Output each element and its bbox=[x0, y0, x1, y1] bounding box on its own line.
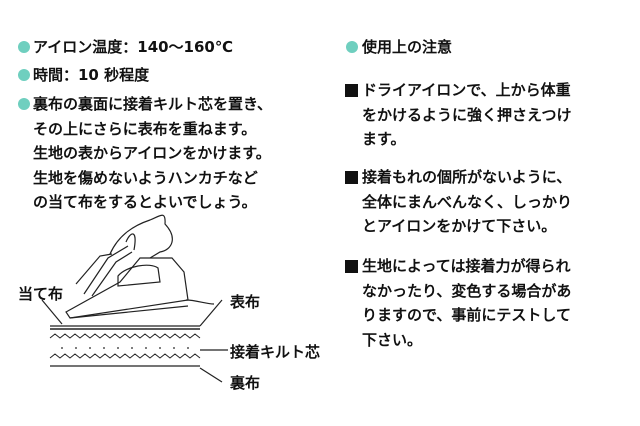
instruction-line: の当て布をするとよいでしょう。 bbox=[33, 193, 257, 211]
press-time: 時間：10 秒程度 bbox=[33, 66, 150, 84]
bullet-dot-icon bbox=[346, 41, 358, 53]
caution-note: ドライアイロンで、上から体重 をかけるように強く押さえつけ ます。 bbox=[362, 78, 572, 152]
instructions: 裏布の裏面に接着キルト芯を置き、 その上にさらに表布を重ねます。 生地の表からア… bbox=[33, 92, 272, 215]
note-line: とアイロンをかけて下さい。 bbox=[362, 217, 557, 235]
caution-note: 生地によっては接着力が得られ なかったり、変色する場合があ りますので、事前にテ… bbox=[362, 254, 571, 352]
note-line: なかったり、変色する場合があ bbox=[362, 281, 572, 300]
instruction-line: 生地を傷めないようハンカチなど bbox=[33, 168, 258, 187]
label-press-cloth: 当て布 bbox=[18, 285, 64, 303]
label-outer-fabric: 表布 bbox=[230, 293, 261, 311]
square-bullet-icon bbox=[345, 84, 358, 97]
note-line: りますので、事前にテストして bbox=[362, 306, 571, 324]
bullet-dot-icon bbox=[18, 98, 30, 110]
caution-note: 接着もれの個所がないように、 全体にまんべんなく、しっかり とアイロンをかけて下… bbox=[362, 165, 572, 239]
bullet-dot-icon bbox=[18, 69, 30, 81]
note-line: をかけるように強く押さえつけ bbox=[362, 105, 572, 124]
fabric-layers bbox=[49, 325, 201, 367]
note-line: ます。 bbox=[362, 130, 406, 148]
instruction-line: 生地の表からアイロンをかけます。 bbox=[33, 144, 271, 162]
bullet-dot-icon bbox=[18, 41, 30, 53]
note-line: 全体にまんべんなく、しっかり bbox=[362, 192, 573, 211]
label-interlining: 接着キルト芯 bbox=[230, 343, 321, 361]
note-line: ドライアイロンで、上から体重 bbox=[362, 81, 571, 99]
label-lining: 裏布 bbox=[230, 374, 261, 392]
note-line: 接着もれの個所がないように、 bbox=[362, 168, 572, 186]
iron-temperature: アイロン温度：140〜160℃ bbox=[33, 38, 234, 56]
instruction-line: 裏布の裏面に接着キルト芯を置き、 bbox=[33, 95, 272, 113]
instruction-line: その上にさらに表布を重ねます。 bbox=[33, 119, 257, 138]
square-bullet-icon bbox=[345, 260, 358, 273]
note-line: 生地によっては接着力が得られ bbox=[362, 257, 571, 275]
square-bullet-icon bbox=[345, 171, 358, 184]
caution-heading: 使用上の注意 bbox=[362, 38, 453, 56]
note-line: 下さい。 bbox=[362, 330, 423, 349]
